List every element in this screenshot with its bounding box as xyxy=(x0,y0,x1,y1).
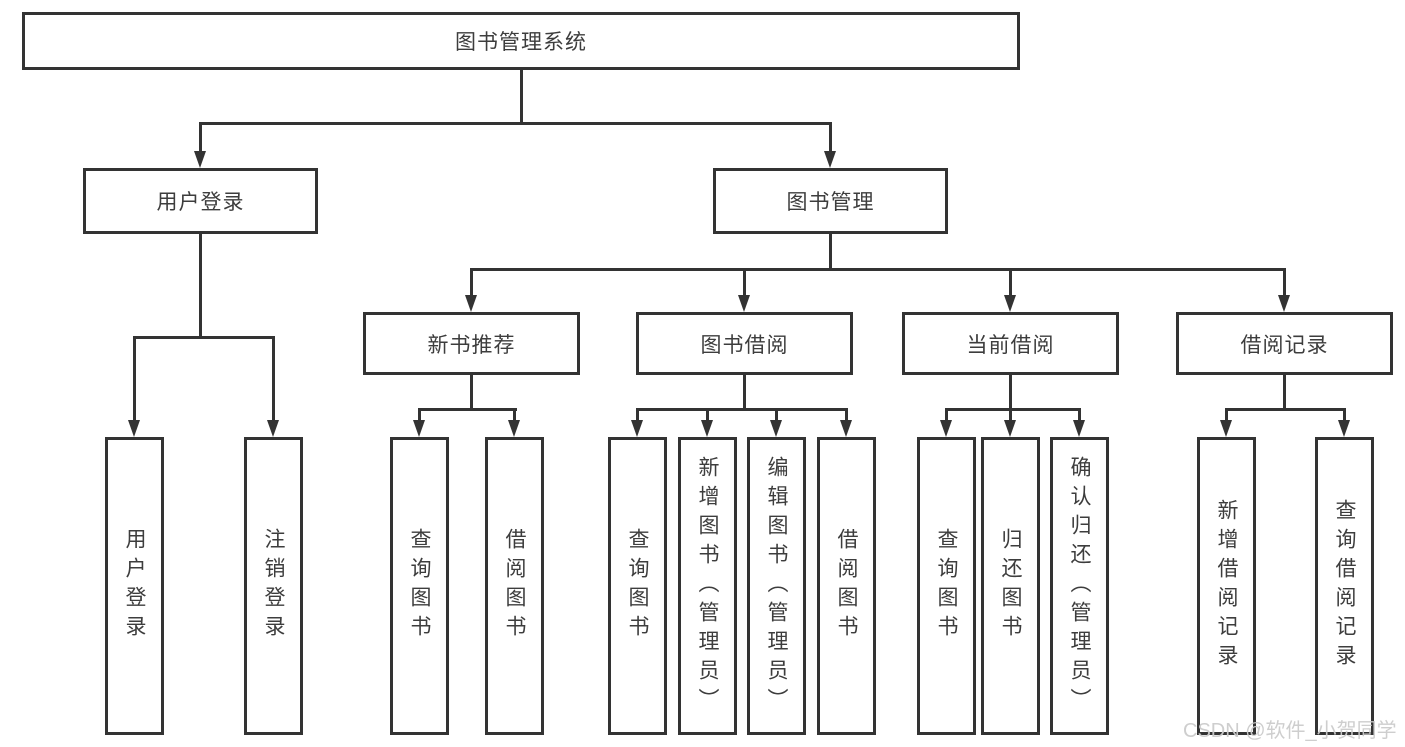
edge-borrow-records-rail xyxy=(1225,408,1346,411)
edge-level3-rail xyxy=(470,268,1286,271)
leaf-current-query-books-label: 查询图书 xyxy=(935,528,958,644)
arrow-down-leaf-nb-borrow xyxy=(508,420,520,437)
edge-to-current-borrow xyxy=(1009,268,1012,297)
leaf-newbook-borrow-books: 借阅图书 xyxy=(485,437,544,735)
edge-user-login-stem xyxy=(199,234,202,339)
edge-to-leaf-login xyxy=(133,336,136,421)
edge-to-leaf-bb-edit xyxy=(775,408,778,422)
arrow-down-leaf-bb-add xyxy=(701,420,713,437)
edge-to-leaf-nb-query xyxy=(418,408,421,422)
node-current-borrow-label: 当前借阅 xyxy=(966,333,1055,357)
node-book-borrow-label: 图书借阅 xyxy=(700,333,789,357)
arrow-down-leaf-nb-query xyxy=(413,420,425,437)
node-new-book-recommend-label: 新书推荐 xyxy=(427,333,516,357)
leaf-borrow-edit-books-admin: 编辑图书（管理员） xyxy=(747,437,806,735)
arrow-down-leaf-login xyxy=(128,420,140,437)
arrow-down-leaf-br-query xyxy=(1338,420,1350,437)
arrow-down-leaf-bb-borrow xyxy=(840,420,852,437)
leaf-records-add-record: 新增借阅记录 xyxy=(1197,437,1256,735)
edge-to-leaf-br-add xyxy=(1225,408,1228,422)
arrow-down-user-login xyxy=(193,151,206,168)
leaf-current-confirm-return-admin-label: 确认归还（管理员） xyxy=(1068,455,1091,717)
node-current-borrow: 当前借阅 xyxy=(902,312,1119,375)
edge-root-stem xyxy=(519,70,523,124)
edge-book-borrow-stem xyxy=(743,375,746,411)
edge-book-management-stem xyxy=(829,234,832,271)
edge-new-book-rail xyxy=(418,408,517,411)
leaf-borrow-query-books: 查询图书 xyxy=(608,437,667,735)
arrow-down-book-management xyxy=(824,151,836,168)
leaf-newbook-query-books: 查询图书 xyxy=(390,437,449,735)
leaf-borrow-borrow-books: 借阅图书 xyxy=(817,437,876,735)
leaf-records-query-record: 查询借阅记录 xyxy=(1315,437,1374,735)
leaf-current-return-books: 归还图书 xyxy=(981,437,1040,735)
arrow-down-leaf-cb-query xyxy=(940,420,952,437)
arrow-down-leaf-bb-query xyxy=(631,420,643,437)
arrow-down-book-borrow xyxy=(738,295,750,312)
arrow-down-current-borrow xyxy=(1004,295,1016,312)
leaf-current-confirm-return-admin: 确认归还（管理员） xyxy=(1050,437,1109,735)
leaf-user-logout-label: 注销登录 xyxy=(262,528,285,644)
node-user-login-label: 用户登录 xyxy=(156,191,245,214)
edge-to-leaf-br-query xyxy=(1343,408,1346,422)
leaf-records-add-record-label: 新增借阅记录 xyxy=(1215,499,1238,673)
leaf-borrow-add-books-admin: 新增图书（管理员） xyxy=(678,437,737,735)
edge-current-borrow-stem xyxy=(1009,375,1012,411)
arrow-down-leaf-logout xyxy=(267,420,279,437)
node-borrow-records-label: 借阅记录 xyxy=(1240,333,1329,357)
node-root-label: 图书管理系统 xyxy=(455,31,587,54)
node-borrow-records: 借阅记录 xyxy=(1176,312,1393,375)
edge-to-user-login xyxy=(198,122,202,152)
arrow-down-new-book xyxy=(465,295,477,312)
arrow-down-leaf-cb-return xyxy=(1004,420,1016,437)
edge-to-book-borrow xyxy=(743,268,746,297)
node-book-management: 图书管理 xyxy=(713,168,948,234)
edge-to-leaf-cb-query xyxy=(945,408,948,422)
edge-to-leaf-cb-return xyxy=(1009,408,1012,422)
node-book-borrow: 图书借阅 xyxy=(636,312,853,375)
edge-to-leaf-logout xyxy=(272,336,275,421)
edge-to-leaf-nb-borrow xyxy=(513,408,516,422)
node-book-management-label: 图书管理 xyxy=(786,191,875,214)
edge-borrow-records-stem xyxy=(1283,375,1286,411)
edge-book-borrow-rail xyxy=(636,408,848,411)
node-new-book-recommend: 新书推荐 xyxy=(363,312,580,375)
leaf-newbook-borrow-books-label: 借阅图书 xyxy=(503,528,526,644)
edge-user-login-rail xyxy=(133,336,275,339)
leaf-borrow-borrow-books-label: 借阅图书 xyxy=(835,528,858,644)
leaf-current-query-books: 查询图书 xyxy=(917,437,976,735)
edge-to-book-management xyxy=(829,122,832,152)
arrow-down-leaf-bb-edit xyxy=(770,420,782,437)
leaf-current-return-books-label: 归还图书 xyxy=(999,528,1022,644)
edge-current-borrow-rail xyxy=(945,408,1081,411)
edge-to-leaf-bb-query xyxy=(636,408,639,422)
leaf-borrow-query-books-label: 查询图书 xyxy=(626,528,649,644)
edge-to-leaf-bb-add xyxy=(706,408,709,422)
arrow-down-leaf-cb-confirm xyxy=(1073,420,1085,437)
leaf-borrow-add-books-admin-label: 新增图书（管理员） xyxy=(696,455,719,717)
leaf-user-login: 用户登录 xyxy=(105,437,164,735)
edge-to-borrow-records xyxy=(1283,268,1286,297)
node-root-library-system: 图书管理系统 xyxy=(22,12,1020,70)
edge-to-new-book xyxy=(470,268,473,297)
edge-to-leaf-cb-confirm xyxy=(1078,408,1081,422)
edge-new-book-stem xyxy=(470,375,473,411)
arrow-down-leaf-br-add xyxy=(1220,420,1232,437)
arrow-down-borrow-records xyxy=(1278,295,1290,312)
watermark: CSDN @软件_小贺同学 xyxy=(1183,720,1397,742)
leaf-user-logout: 注销登录 xyxy=(244,437,303,735)
edge-level2-rail xyxy=(198,122,832,125)
leaf-borrow-edit-books-admin-label: 编辑图书（管理员） xyxy=(765,455,788,717)
leaf-newbook-query-books-label: 查询图书 xyxy=(408,528,431,644)
leaf-user-login-label: 用户登录 xyxy=(123,528,146,644)
node-user-login: 用户登录 xyxy=(83,168,318,234)
leaf-records-query-record-label: 查询借阅记录 xyxy=(1333,499,1356,673)
edge-to-leaf-bb-borrow xyxy=(845,408,848,422)
